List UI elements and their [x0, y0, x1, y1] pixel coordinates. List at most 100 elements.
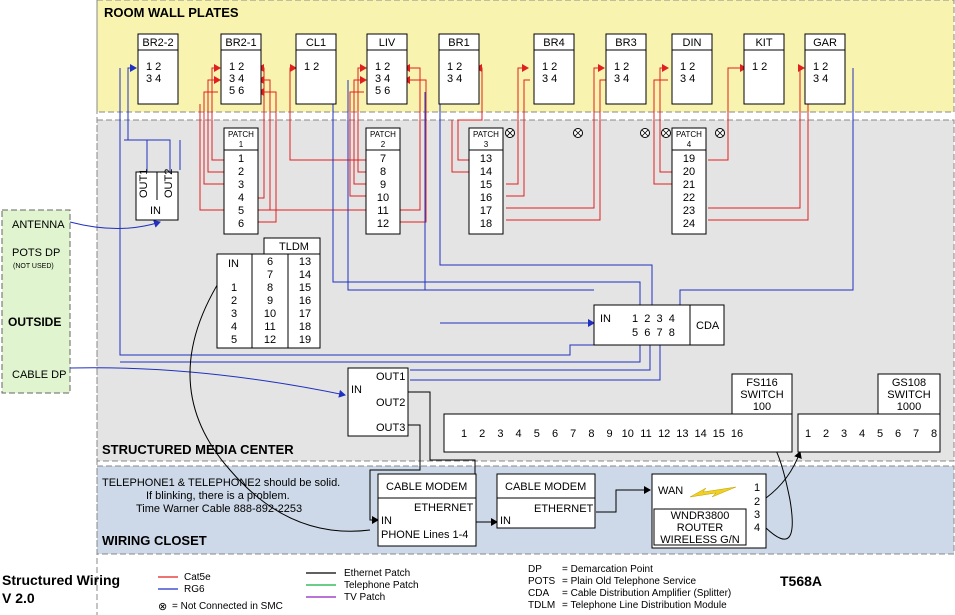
patch-number: 1	[239, 140, 244, 149]
legend-rg6: RG6	[184, 584, 205, 595]
tldm-port: 18	[299, 321, 311, 333]
splitter2-out3: OUT3	[376, 422, 405, 434]
patch-port: 10	[377, 192, 389, 204]
tldm-title: TLDM	[279, 241, 309, 253]
tldm-port: 15	[299, 282, 311, 294]
antenna-splitter: OUT1 OUT2 IN	[135, 169, 179, 221]
wall-plate-label: DIN	[683, 37, 702, 49]
router-type: ROUTER	[677, 522, 724, 534]
router: WAN 1 2 3 4 WNDR3800 ROUTER WIRELESS G/N	[651, 473, 767, 549]
footer-title: Structured Wiring	[2, 572, 120, 588]
wall-plate-jacks: 5 6	[375, 85, 390, 97]
modem2-title: CABLE MODEM	[505, 481, 586, 493]
patch-number: 2	[381, 140, 386, 149]
splitter2-out2: OUT2	[376, 397, 405, 409]
wall-plate-jacks: 1 2	[146, 61, 161, 73]
footer-version: V 2.0	[2, 590, 35, 606]
fs116-title: FS116	[746, 377, 778, 389]
fs116-port: 1	[461, 428, 467, 440]
patch-port: 4	[238, 192, 244, 204]
standard-label: T568A	[780, 573, 822, 589]
fs116-port: 3	[497, 428, 503, 440]
wall-plate-jacks: 3 4	[542, 73, 557, 85]
tldm-port: 3	[231, 308, 237, 320]
legend-ethernet-patch: Ethernet Patch	[344, 568, 410, 579]
def-desc: = Telephone Line Distribution Module	[562, 600, 727, 611]
modem1-in: IN	[381, 515, 392, 527]
pots-dp-label: POTS DP	[12, 247, 60, 259]
outside-label: OUTSIDE	[8, 315, 61, 329]
fs116-port: 7	[570, 428, 576, 440]
fs116-sub: SWITCH	[740, 389, 783, 401]
wireless-lightning-icon	[689, 486, 737, 498]
router-port-1: 1	[754, 482, 760, 494]
cable-dp-label: CABLE DP	[12, 369, 66, 381]
patch-port: 22	[683, 192, 695, 204]
patch-title: PATCH	[370, 130, 396, 139]
tldm-port: 9	[267, 295, 273, 307]
fs116-port: 14	[694, 428, 706, 440]
wall-plate-jacks: 1 2	[752, 61, 767, 73]
patch-port: 18	[480, 218, 492, 230]
router-model: WNDR3800	[671, 510, 730, 522]
wall-plate-jacks: 3 4	[146, 73, 161, 85]
legend-tv-patch: TV Patch	[344, 592, 385, 603]
patch-port: 14	[480, 166, 492, 178]
cda-top-ports: 1 2 3 4	[632, 313, 675, 325]
legend-nc: = Not Connected in SMC	[172, 601, 283, 612]
fs116-port: 9	[607, 428, 613, 440]
router-desc: WIRELESS G/N	[660, 534, 740, 546]
modem1-phone: PHONE Lines 1-4	[381, 529, 468, 541]
wall-plate-label: BR4	[543, 37, 564, 49]
fs116-port: 5	[534, 428, 540, 440]
closet-note-line3: Time Warner Cable 888-892-2253	[136, 503, 302, 515]
patch-port: 12	[377, 218, 389, 230]
wall-plate-jacks: 1 2	[813, 61, 828, 73]
patch-port: 19	[683, 153, 695, 165]
wires	[69, 64, 854, 540]
modem1-title: CABLE MODEM	[386, 481, 467, 493]
tldm-port: 5	[231, 334, 237, 346]
fs116-port: 12	[658, 428, 670, 440]
nc-symbol-icon: ⊗	[158, 601, 167, 613]
patch-port: 20	[683, 166, 695, 178]
wall-plate-br2-2: BR2-2 1 23 4	[137, 33, 179, 105]
wall-plate-jacks: 3 4	[447, 73, 462, 85]
patch-panels: PATCH1123456PATCH2789101112PATCH31314151…	[223, 127, 707, 235]
wall-plate-jacks: 1 2	[229, 61, 244, 73]
def-desc: = Plain Old Telephone Service	[562, 576, 697, 587]
wall-plate-jacks: 3 4	[680, 73, 695, 85]
tldm-port: 13	[299, 256, 311, 268]
fs116-speed: 100	[753, 401, 771, 413]
patch-port: 11	[377, 205, 388, 217]
modem1-ethernet: ETHERNET	[414, 502, 474, 514]
legend-telephone-patch: Telephone Patch	[344, 580, 419, 591]
patch-port: 3	[238, 179, 244, 191]
fs116-port: 8	[588, 428, 594, 440]
gs108-port: 6	[895, 428, 901, 440]
tldm-in: IN	[228, 258, 239, 270]
wall-plate-jacks: 1 2	[304, 61, 319, 73]
cable-modem-1: CABLE MODEM ETHERNET IN PHONE Lines 1-4	[377, 473, 477, 547]
def-abbr: POTS	[528, 576, 556, 587]
gs108-title: GS108	[892, 377, 926, 389]
modem2-in: IN	[500, 515, 511, 527]
tldm-port: 7	[267, 269, 273, 281]
wall-plate-jacks: 3 4	[229, 73, 244, 85]
not-connected-markers	[505, 128, 725, 138]
wall-plate-label: BR2-2	[142, 37, 173, 49]
gs108-port: 2	[823, 428, 829, 440]
not-used-label: (NOT USED)	[13, 263, 54, 270]
wiring-closet-title: WIRING CLOSET	[102, 533, 207, 548]
gs108-port: 1	[805, 428, 811, 440]
tldm-port: 2	[231, 295, 237, 307]
tldm-port: 4	[231, 321, 237, 333]
